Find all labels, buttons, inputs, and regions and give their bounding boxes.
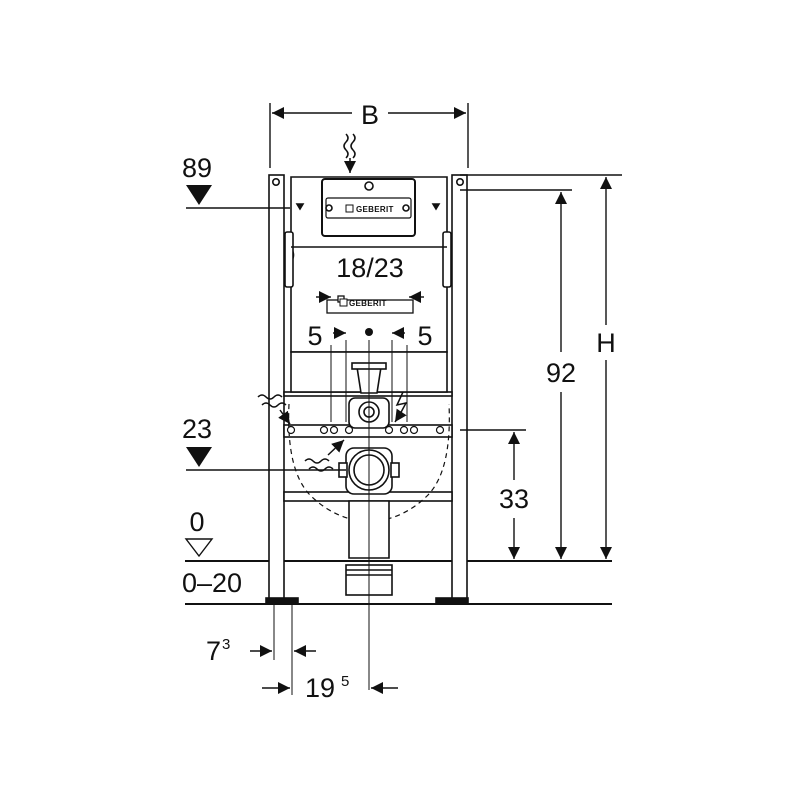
- water-supply-icon: [343, 133, 356, 173]
- level-markers: [184, 185, 214, 558]
- wave-icon: [257, 394, 291, 425]
- electrical-icon: [394, 391, 408, 423]
- level-89-marker: [186, 185, 212, 205]
- frame-right-foot: [435, 597, 469, 605]
- level-23-label: 23: [182, 414, 212, 444]
- svg-text:7: 7: [206, 636, 221, 666]
- centre-bolt: [365, 328, 373, 336]
- frame-plate-logo: GEBERIT: [339, 298, 387, 308]
- level-89-label: 89: [182, 153, 212, 183]
- level-0-marker: [184, 538, 214, 558]
- svg-text:19: 19: [305, 673, 335, 703]
- drain-water-icon: [304, 439, 345, 472]
- dimension-lines: [186, 103, 622, 694]
- floor-range-label: 0–20: [182, 568, 242, 598]
- floor-lines: [185, 560, 612, 605]
- construction-lines: [273, 340, 408, 695]
- foot-offset-label: 7 3: [206, 636, 230, 666]
- mounting-frame: [265, 174, 469, 605]
- offset-5-left-label: 5: [307, 321, 322, 351]
- depth-19-5-label: 19 5: [305, 673, 349, 703]
- svg-text:GEBERIT: GEBERIT: [349, 299, 387, 308]
- cistern-top-connector: [364, 181, 374, 191]
- frame-left-upright: [268, 174, 285, 601]
- floor-0-label: 0: [189, 507, 204, 537]
- flush-plate-logo: GEBERIT: [345, 204, 394, 214]
- spacing-18-23-label: 18/23: [336, 253, 404, 283]
- outlet-33-label: 33: [499, 484, 529, 514]
- height-label: H: [596, 328, 616, 358]
- offset-5-right-label: 5: [417, 321, 432, 351]
- fixing-points: [286, 425, 445, 435]
- dimension-labels: B H 92 89 23 33 0 0–20 18/23 5 5 7 3 19 …: [182, 100, 616, 703]
- svg-text:3: 3: [222, 636, 230, 653]
- svg-text:GEBERIT: GEBERIT: [356, 205, 394, 214]
- svg-text:5: 5: [341, 673, 349, 690]
- frame-left-foot: [265, 597, 299, 605]
- height-92-label: 92: [546, 358, 576, 388]
- frame-right-upright: [451, 174, 468, 601]
- width-label: B: [361, 100, 379, 130]
- level-23-marker: [186, 447, 212, 467]
